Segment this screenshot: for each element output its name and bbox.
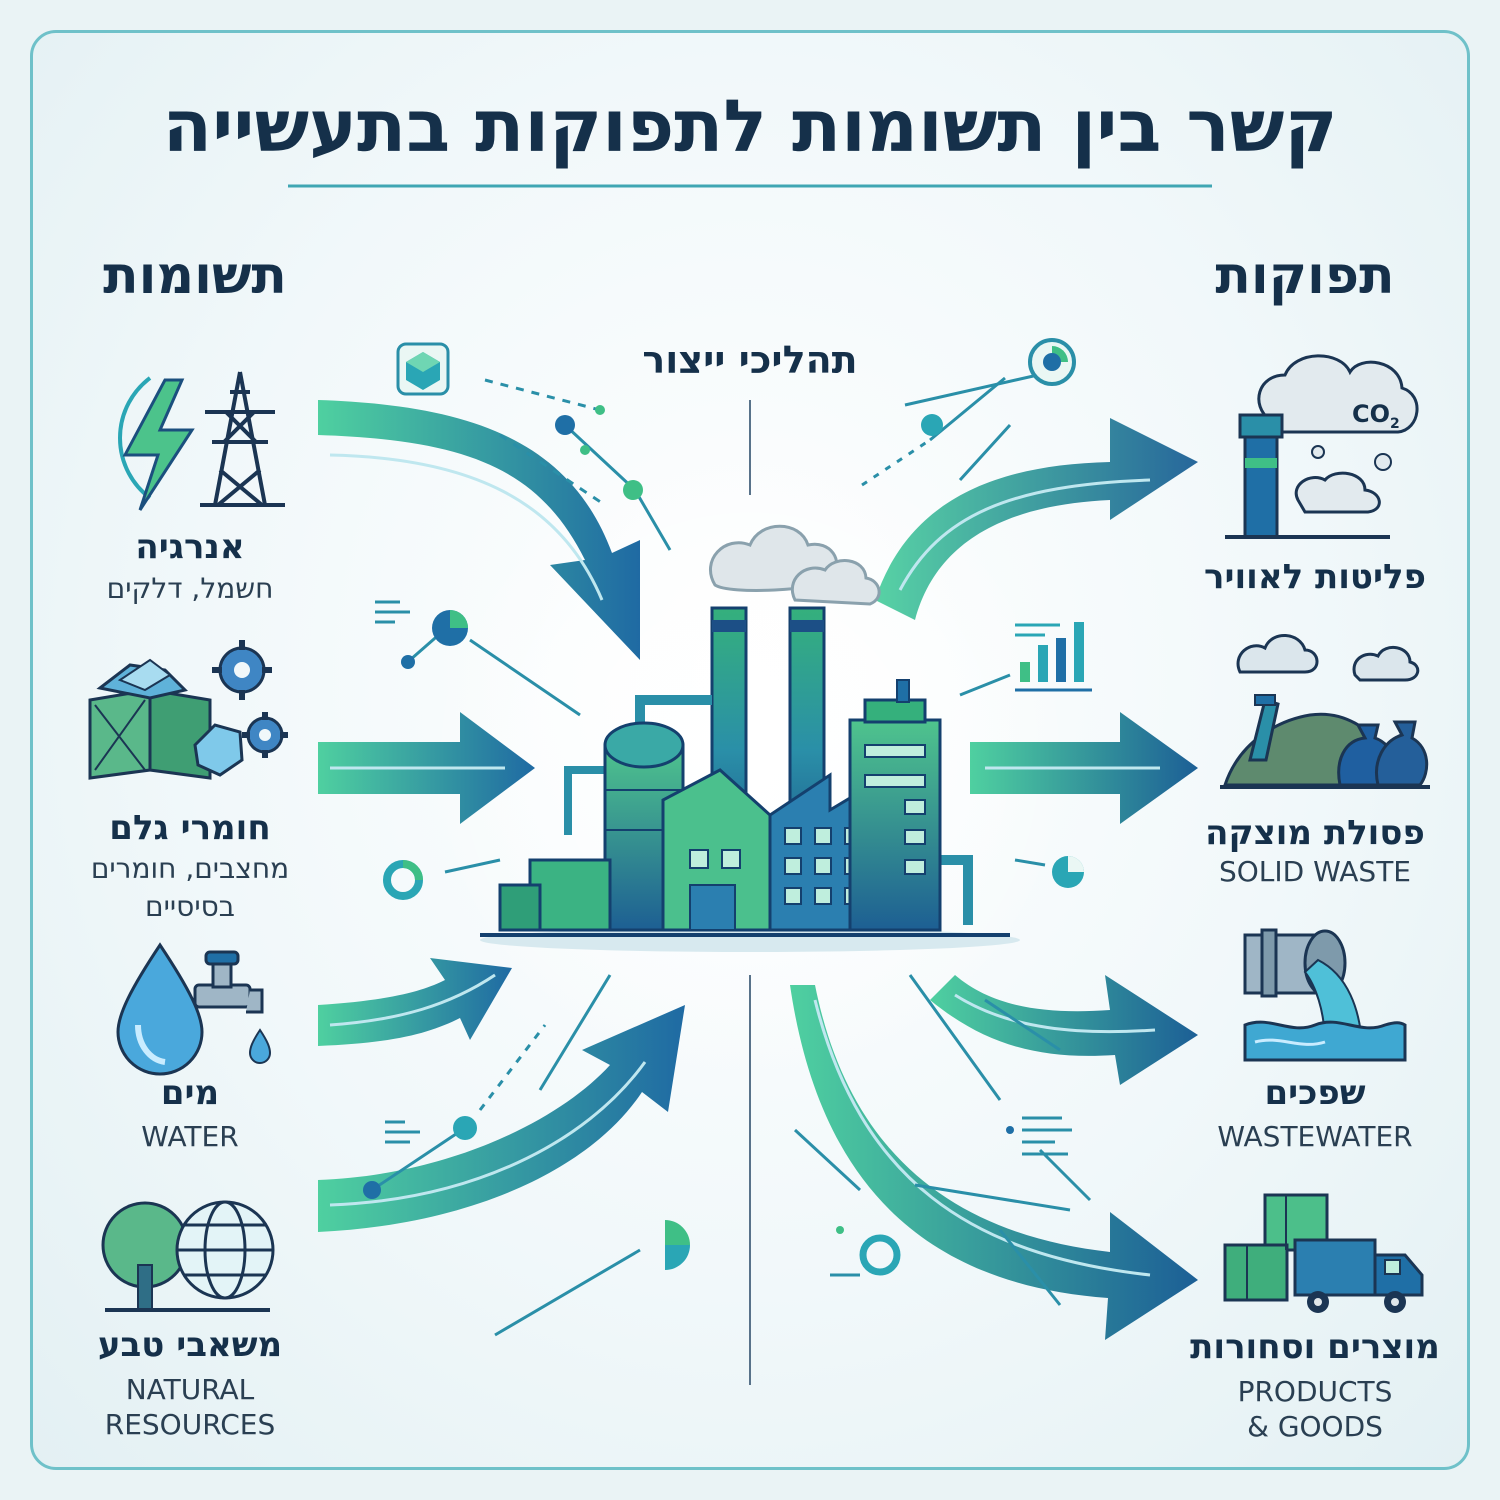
pie-chart-icon — [1052, 856, 1084, 888]
input-arrow-natural-resources — [318, 1005, 685, 1232]
water-tap-icon — [116, 942, 272, 1076]
input-arrow-energy — [318, 400, 640, 660]
input-sub-water: WATER — [141, 1120, 239, 1153]
donut-chart-icon — [383, 860, 423, 900]
inputs-heading: תשומות — [103, 246, 287, 306]
outputs-heading: תפוקות — [1215, 246, 1395, 306]
input-arrow-raw-materials — [318, 712, 535, 824]
svg-text:CO: CO — [1352, 400, 1390, 428]
output-label-emissions: פליטות לאוויר — [1204, 557, 1426, 597]
factory-icon — [480, 524, 1020, 952]
pipe-discharge-icon — [1243, 928, 1407, 1062]
input-label-water: מים — [160, 1073, 220, 1113]
pie-chart-icon — [432, 610, 468, 646]
data-dots — [363, 405, 1014, 1234]
input-label-raw-materials: חומרי גלם — [109, 808, 271, 848]
input-label-natural-resources: משאבי טבע — [97, 1325, 283, 1365]
output-sub-products-2: & GOODS — [1247, 1410, 1383, 1443]
output-label-solid-waste: פסולת מוצקה — [1205, 813, 1425, 853]
input-sub-energy: חשמל, דלקים — [106, 572, 274, 605]
list-lines-icon — [375, 600, 410, 624]
lightning-tower-icon — [118, 371, 285, 511]
boxes-truck-icon — [1223, 1193, 1424, 1313]
output-label-wastewater: שפכים — [1264, 1073, 1366, 1113]
smokestack-co2-icon: CO 2 — [1225, 354, 1419, 539]
process-label: תהליכי ייצור — [642, 338, 858, 382]
input-arrow-water — [318, 958, 512, 1046]
bar-chart-icon — [1015, 622, 1092, 692]
cube-icon — [396, 342, 450, 396]
waste-pile-icon — [1220, 634, 1430, 789]
pie-chart-icon — [1028, 338, 1076, 386]
pie-chart-icon — [665, 1220, 690, 1270]
output-arrow-products — [790, 985, 1198, 1340]
svg-text:2: 2 — [1390, 416, 1400, 432]
smoke-cloud-icon — [708, 524, 881, 606]
list-lines-icon — [1022, 1116, 1072, 1156]
list-lines-icon — [385, 1120, 420, 1144]
output-sub-solid-waste: SOLID WASTE — [1218, 855, 1411, 888]
output-arrow-emissions — [875, 418, 1198, 620]
input-sub-raw-materials-2: בסיסיים — [145, 890, 235, 923]
crate-gears-icon — [88, 640, 288, 780]
input-sub-raw-materials-1: מחצבים, חומרים — [90, 852, 290, 885]
output-arrow-solid-waste — [970, 712, 1198, 824]
output-label-products: מוצרים וסחורות — [1190, 1327, 1440, 1367]
output-sub-products-1: PRODUCTS — [1237, 1375, 1393, 1408]
output-arrow-wastewater — [930, 975, 1198, 1085]
tree-globe-icon — [101, 1200, 275, 1312]
input-sub-natural-resources-2: RESOURCES — [104, 1408, 276, 1441]
output-sub-wastewater: WASTEWATER — [1217, 1120, 1413, 1153]
input-label-energy: אנרגיה — [135, 527, 245, 567]
donut-chart-icon — [859, 1234, 901, 1276]
page-title: קשר בין תשומות לתפוקות בתעשייה — [162, 84, 1338, 168]
input-sub-natural-resources-1: NATURAL — [125, 1373, 255, 1406]
